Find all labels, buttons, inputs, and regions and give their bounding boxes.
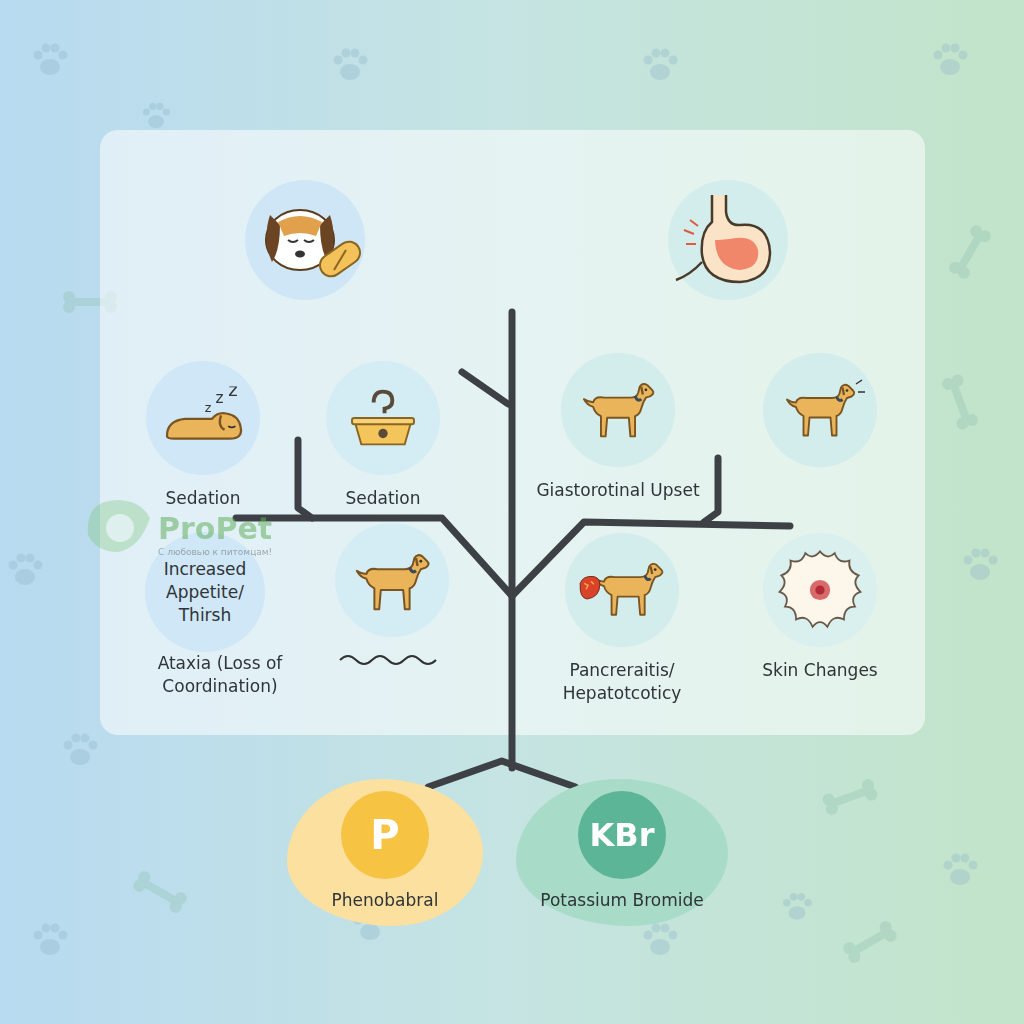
effect-label: Sedation bbox=[165, 487, 240, 510]
effect-label: Sedation bbox=[345, 487, 420, 510]
icon-circle bbox=[561, 353, 675, 467]
icon bbox=[158, 386, 248, 450]
drug-blob: KBrPotassium Bromide bbox=[516, 779, 728, 926]
icon-circle bbox=[146, 361, 260, 475]
drug-symbol: KBr bbox=[578, 791, 666, 879]
drug-name: Phenobabral bbox=[332, 889, 439, 912]
effect-node: Sedation bbox=[298, 361, 468, 510]
tree-root-connector bbox=[428, 761, 575, 787]
icon bbox=[344, 387, 422, 449]
effect-node: Sedation bbox=[118, 361, 288, 510]
icon-circle bbox=[763, 533, 877, 647]
drug-blob: P Phenobabral bbox=[287, 779, 483, 926]
effect-label: Giastorotinal Upset bbox=[536, 479, 699, 502]
icon bbox=[577, 555, 667, 625]
effect-node: Giastorotinal Upset bbox=[508, 353, 728, 502]
watermark-subtitle: С любовью к питомцам! bbox=[158, 546, 328, 558]
icon-circle bbox=[326, 361, 440, 475]
effect-label: Pancreraitis/ Hepatotcoticy bbox=[552, 659, 692, 705]
icon bbox=[579, 379, 657, 441]
watermark: ProPet bbox=[158, 508, 328, 549]
drug-symbol: P bbox=[341, 791, 429, 879]
effect-label: Ataxia (Loss of Coordination) bbox=[140, 652, 300, 698]
icon-circle bbox=[565, 533, 679, 647]
effect-label: Increased Appetite/ Thirsh bbox=[153, 558, 257, 627]
effect-label: Skin Changes bbox=[762, 659, 877, 682]
drug-name: Potassium Bromide bbox=[540, 889, 704, 912]
effect-node: Pancreraitis/ Hepatotcoticy bbox=[552, 533, 692, 705]
effect-node: Skin Changes bbox=[735, 533, 905, 682]
icon bbox=[774, 544, 866, 636]
